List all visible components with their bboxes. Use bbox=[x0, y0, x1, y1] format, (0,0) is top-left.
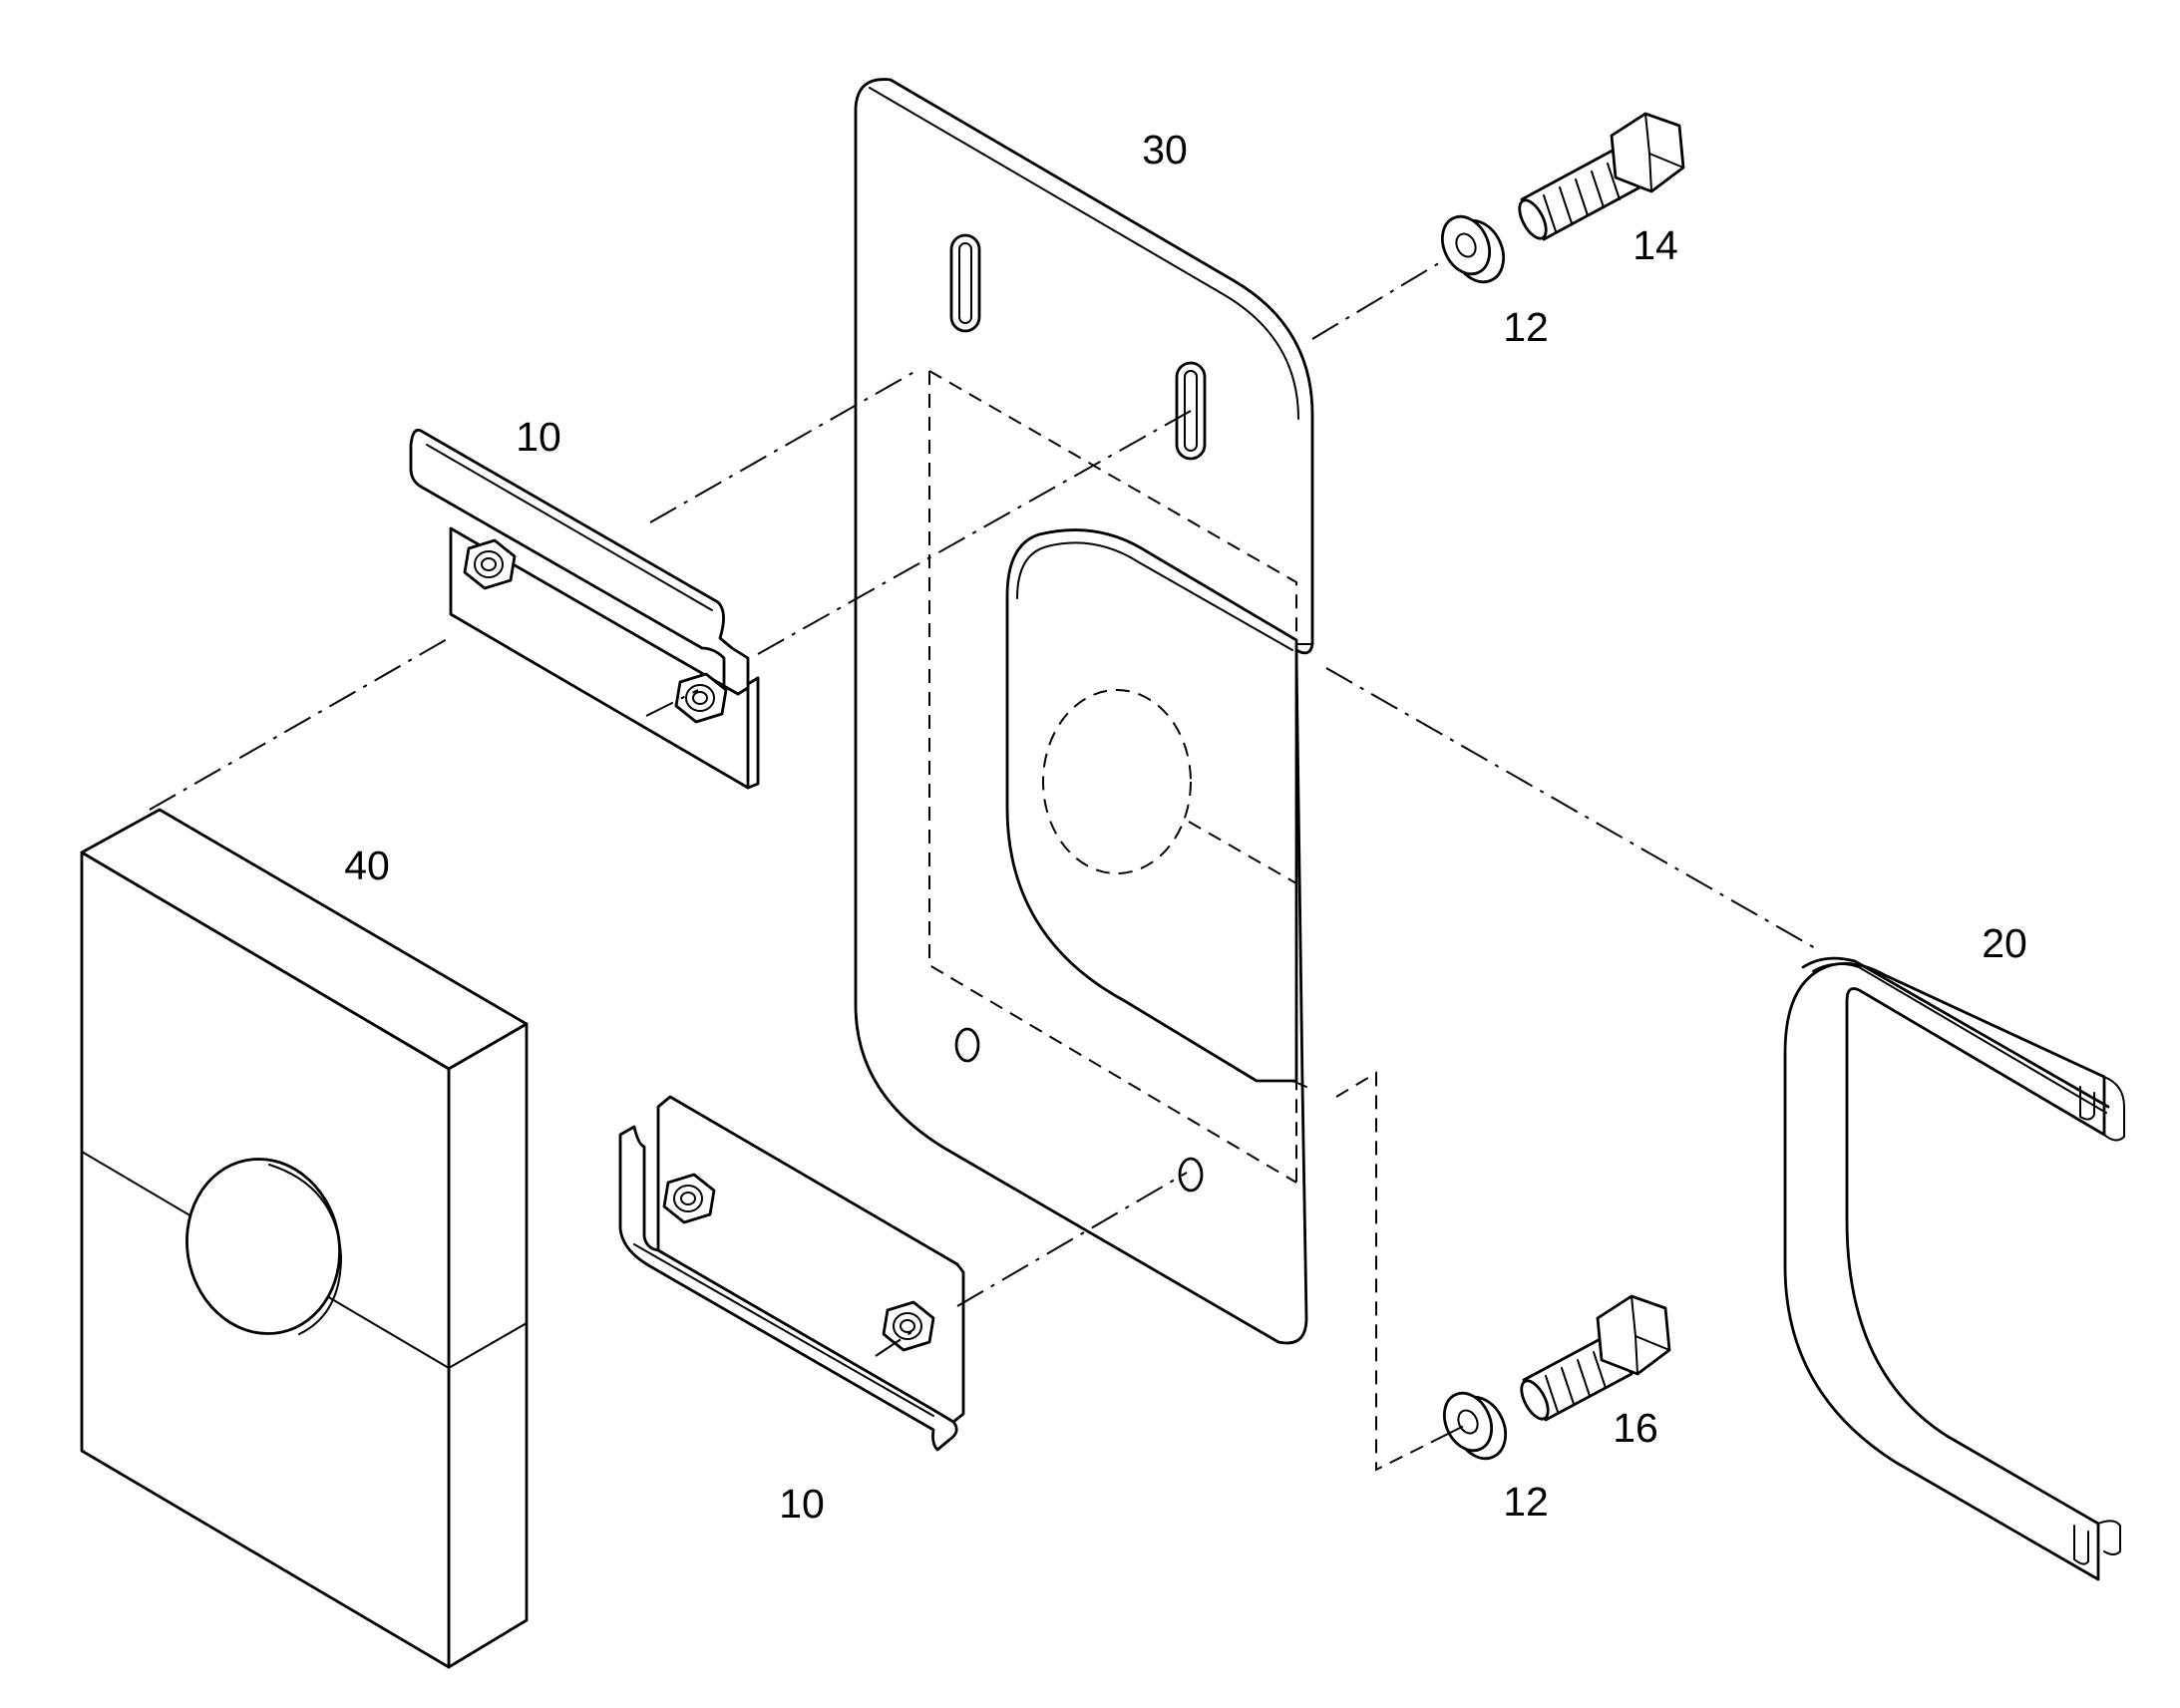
assembly-centerlines bbox=[149, 260, 1818, 1472]
callout-label-10-top: 10 bbox=[516, 414, 561, 460]
washer-top-part-12 bbox=[1440, 214, 1506, 284]
mounting-plate-part-30 bbox=[854, 78, 1314, 1345]
hex-nut-top-left bbox=[463, 538, 517, 590]
callout-label-30: 30 bbox=[1142, 127, 1188, 172]
hex-nut-bottom-right bbox=[882, 1300, 935, 1352]
hex-nut-top-right bbox=[674, 672, 728, 724]
callout-label-12-top: 12 bbox=[1503, 304, 1549, 350]
hex-nut-bottom-left bbox=[662, 1173, 716, 1224]
callout-labels: 30 14 12 10 40 20 16 12 10 bbox=[344, 127, 2027, 1527]
clamp-bottom-part-10 bbox=[618, 1095, 965, 1452]
callout-label-40: 40 bbox=[344, 843, 390, 888]
clamp-top-part-10 bbox=[409, 428, 760, 790]
callout-label-16: 16 bbox=[1613, 1405, 1658, 1451]
bolt-top-part-14 bbox=[1518, 112, 1685, 241]
callout-label-12-bottom: 12 bbox=[1503, 1479, 1549, 1525]
bolt-bottom-part-16 bbox=[1520, 1294, 1671, 1422]
u-bolt-part-20 bbox=[1783, 956, 2125, 1581]
washer-bottom-part-12 bbox=[1442, 1391, 1508, 1461]
callout-label-14: 14 bbox=[1633, 222, 1678, 268]
callout-label-20: 20 bbox=[1982, 920, 2027, 966]
grommet-block-part-40 bbox=[80, 808, 529, 1669]
slot-upper-left bbox=[949, 233, 981, 333]
callout-label-10-bottom: 10 bbox=[779, 1481, 825, 1527]
